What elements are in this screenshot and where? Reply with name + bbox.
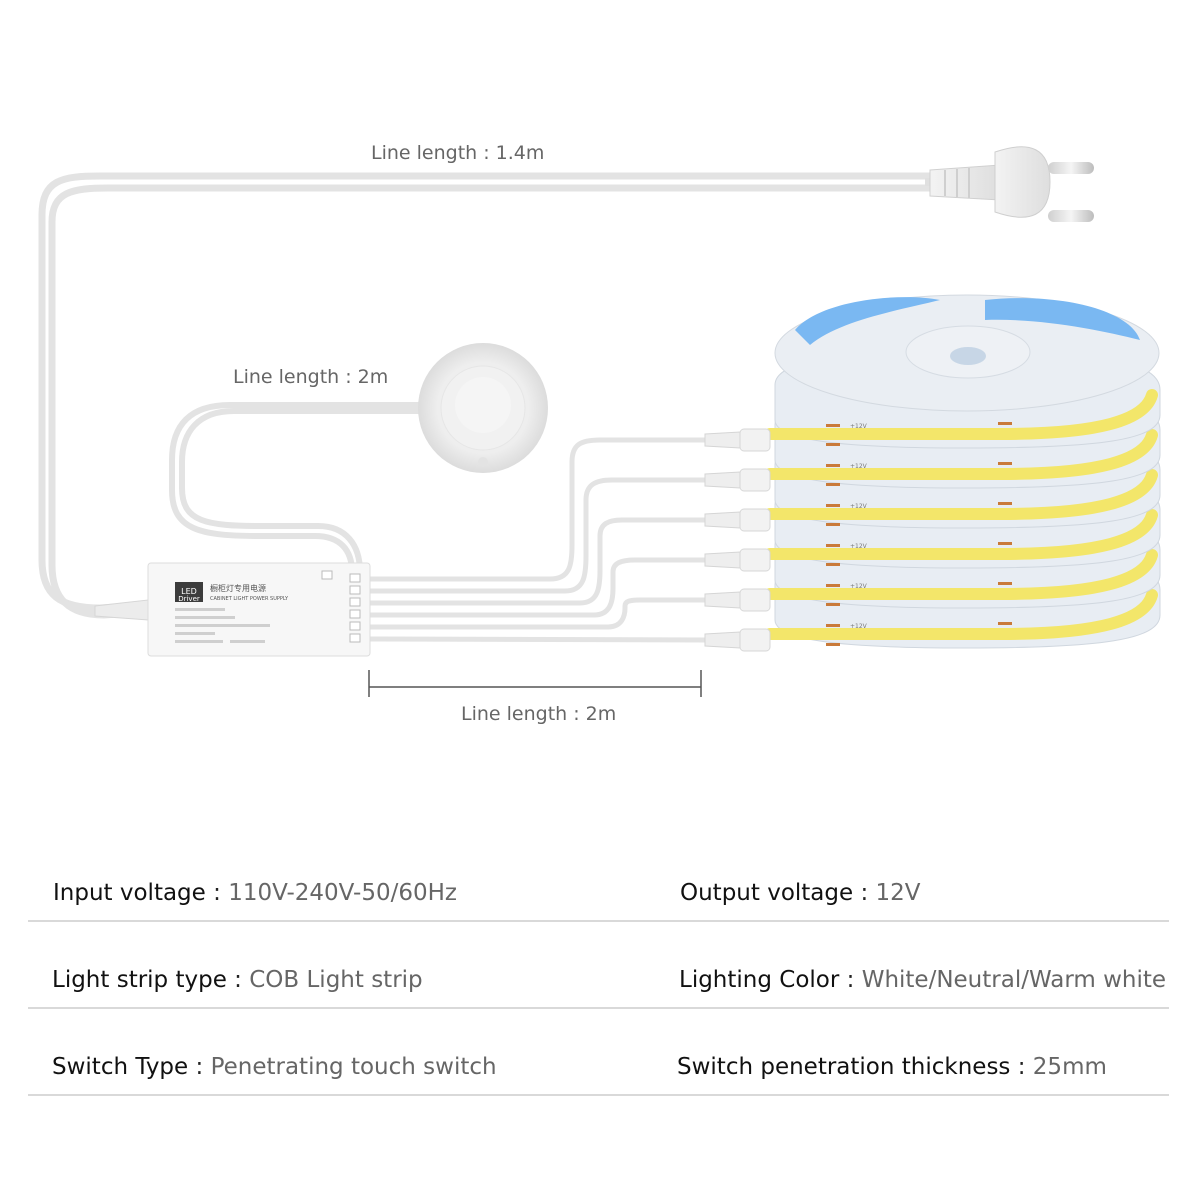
output-line-length-label: Line length : 2m	[461, 703, 617, 725]
spec-key: Switch penetration thickness	[677, 1054, 1011, 1080]
solder-pad	[998, 422, 1012, 425]
spec-key: Lighting Color	[679, 967, 840, 993]
cob-strip	[764, 589, 1158, 640]
strip-connector	[704, 631, 741, 649]
spec-value: White/Neutral/Warm white	[861, 967, 1167, 993]
output-length-dimension	[368, 670, 702, 697]
led-strip-reels: +12V +12V +12V +12V +12V +12V	[704, 294, 1161, 652]
solder-pad	[826, 443, 840, 446]
solder-pad	[826, 544, 840, 547]
strip-connector	[704, 551, 741, 569]
driver-title-en: CABINET LIGHT POWER SUPPLY	[210, 596, 289, 602]
polarity-label: +12V	[850, 543, 868, 550]
switch-line-length-label: Line length : 2m	[233, 366, 389, 388]
cob-strip	[764, 509, 1158, 560]
polarity-label: +12V	[850, 463, 868, 470]
solder-pad	[998, 622, 1012, 625]
spec-switch-type: Switch Type : Penetrating touch switch	[52, 1054, 497, 1080]
spec-key: Output voltage	[680, 880, 854, 906]
solder-pad	[998, 462, 1012, 465]
strip-connector-head	[739, 588, 771, 612]
touch-switch	[418, 343, 548, 473]
strip-connector-head	[739, 508, 771, 532]
switch-cable	[169, 402, 421, 575]
solder-pad	[826, 464, 840, 467]
solder-pad	[826, 504, 840, 507]
cob-strip	[764, 429, 1158, 480]
spec-row-1: Input voltage : 110V-240V-50/60Hz Output…	[28, 870, 1169, 922]
reel-blue-segment	[985, 298, 1140, 340]
spec-lighting-color: Lighting Color : White/Neutral/Warm whit…	[679, 967, 1167, 993]
reel-top	[774, 294, 1160, 412]
solder-pad	[998, 542, 1012, 545]
spec-output-voltage: Output voltage : 12V	[680, 880, 921, 906]
solder-pad	[826, 523, 840, 526]
solder-pad	[998, 582, 1012, 585]
solder-pad	[826, 584, 840, 587]
spec-value: Penetrating touch switch	[210, 1054, 497, 1080]
solder-pad	[826, 563, 840, 566]
driver-badge-line2: Driver	[178, 595, 200, 603]
plug-line-length-label: Line length : 1.4m	[371, 142, 545, 164]
polarity-label: +12V	[850, 503, 868, 510]
spec-key: Input voltage	[53, 880, 206, 906]
spec-switch-penetration-thickness: Switch penetration thickness : 25mm	[677, 1054, 1107, 1080]
solder-pad	[998, 502, 1012, 505]
spec-value: 110V-240V-50/60Hz	[228, 880, 458, 906]
spec-row-2: Light strip type : COB Light strip Light…	[28, 957, 1169, 1009]
reel-blue-segment	[795, 297, 940, 345]
led-driver: LED Driver 橱柜灯专用电源 CABINET LIGHT POWER S…	[94, 562, 371, 657]
strip-connector-head	[739, 468, 771, 492]
product-diagram: LED Driver 橱柜灯专用电源 CABINET LIGHT POWER S…	[38, 146, 1161, 697]
strip-connector	[704, 591, 741, 609]
driver-badge-line1: LED	[181, 587, 197, 596]
spec-input-voltage: Input voltage : 110V-240V-50/60Hz	[53, 880, 458, 906]
solder-pad	[826, 643, 840, 646]
polarity-label: +12V	[850, 423, 868, 430]
strip-connector	[704, 471, 741, 489]
spec-value: 12V	[875, 880, 921, 906]
reel-hub-center	[950, 347, 986, 365]
plug-cable	[38, 172, 939, 619]
spec-light-strip-type: Light strip type : COB Light strip	[52, 967, 423, 993]
polarity-label: +12V	[850, 623, 868, 630]
solder-pad	[826, 424, 840, 427]
spec-value: COB Light strip	[249, 967, 423, 993]
output-cables	[367, 437, 708, 643]
spec-key: Light strip type	[52, 967, 227, 993]
strip-connector-head	[739, 548, 771, 572]
solder-pad	[826, 624, 840, 627]
strip-connector	[704, 511, 741, 529]
cob-strip	[764, 389, 1158, 440]
spec-value: 25mm	[1032, 1054, 1107, 1080]
polarity-label: +12V	[850, 583, 868, 590]
power-plug	[925, 146, 1094, 222]
strip-connector-head	[739, 628, 771, 652]
cob-strip	[764, 469, 1158, 520]
strip-connector-head	[739, 428, 771, 452]
solder-pad	[826, 483, 840, 486]
driver-title-cn: 橱柜灯专用电源	[210, 583, 266, 593]
strip-connector	[704, 431, 741, 449]
cob-strip	[764, 549, 1158, 600]
solder-pad	[826, 603, 840, 606]
spec-row-3: Switch Type : Penetrating touch switch S…	[28, 1044, 1169, 1096]
spec-key: Switch Type	[52, 1054, 189, 1080]
